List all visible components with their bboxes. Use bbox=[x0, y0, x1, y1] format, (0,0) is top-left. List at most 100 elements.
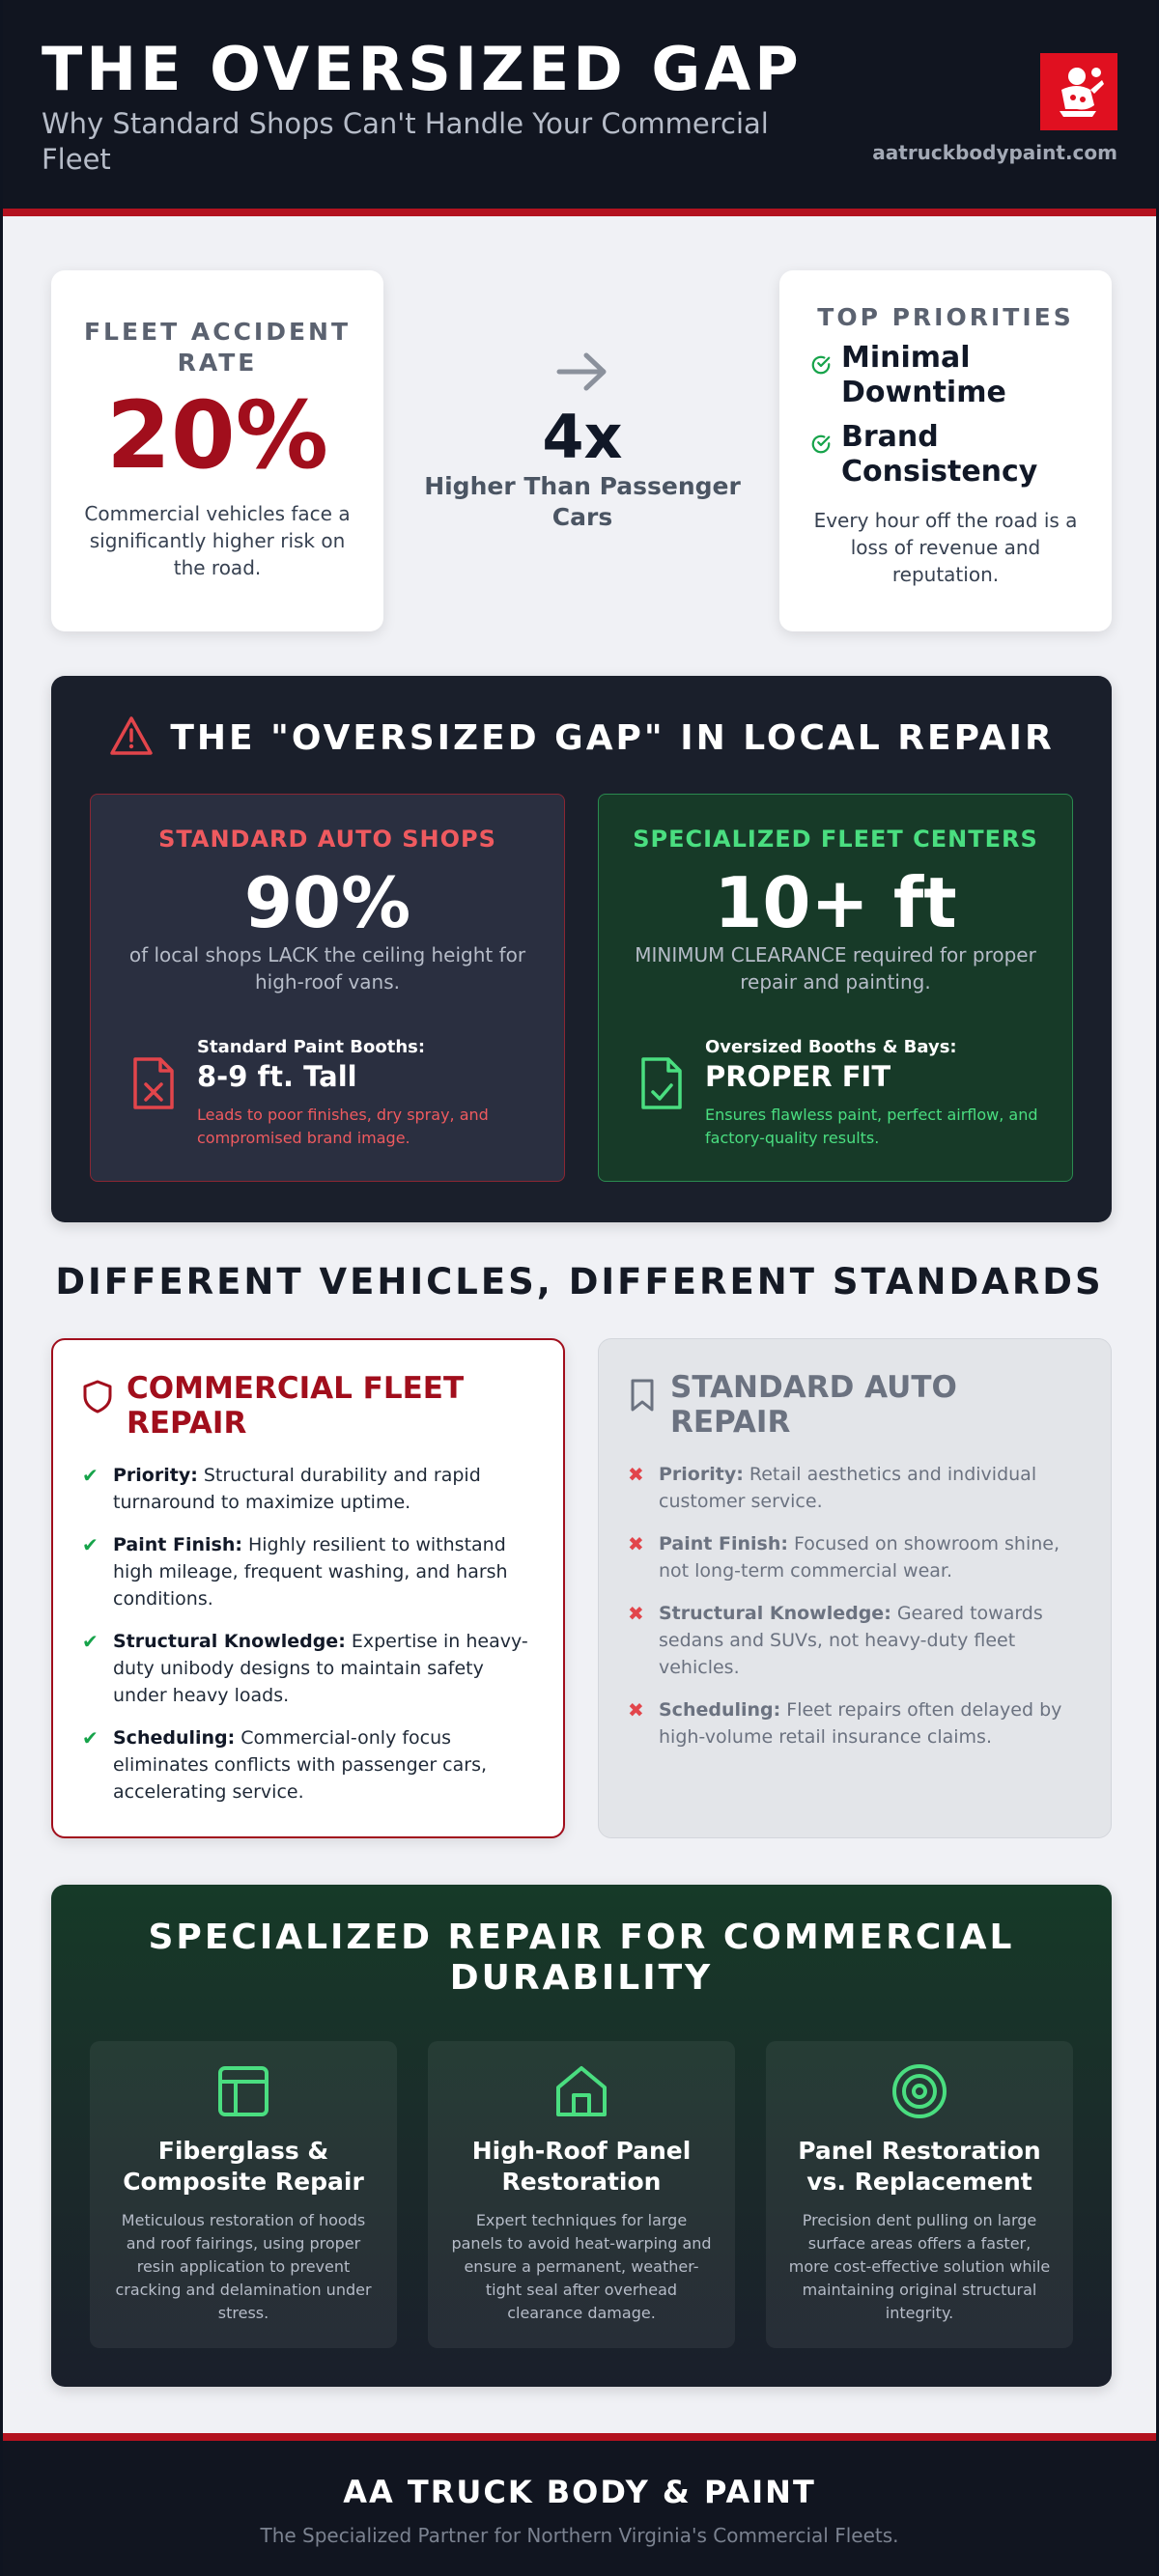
x-mark-icon: ✖ bbox=[628, 1698, 644, 1722]
check-circle-icon bbox=[810, 434, 832, 459]
website-link[interactable]: aatruckbodypaint.com bbox=[872, 141, 1117, 164]
accident-rate-description: Commercial vehicles face a significantly… bbox=[84, 502, 351, 579]
specialized-centers-panel: SPECIALIZED FLEET CENTERS 10+ ft MINIMUM… bbox=[598, 794, 1073, 1182]
accident-rate-card: FLEET ACCIDENT RATE 20% Commercial vehic… bbox=[51, 270, 383, 631]
comparison-stat: 4x Higher Than Passenger Cars bbox=[409, 348, 756, 533]
page-title: THE OVERSIZED GAP bbox=[42, 34, 803, 104]
standard-repair-heading: STANDARD AUTO REPAIR bbox=[670, 1370, 957, 1440]
bookmark-icon bbox=[628, 1378, 657, 1416]
item-label: Scheduling: bbox=[659, 1699, 781, 1721]
item-text: Geared towards sedans and SUVs, not heav… bbox=[659, 1603, 1043, 1678]
file-check-icon bbox=[637, 1055, 686, 1150]
service-description: Precision dent pulling on large surface … bbox=[788, 2211, 1051, 2322]
accident-rate-label: FLEET ACCIDENT RATE bbox=[83, 318, 352, 377]
warning-triangle-icon bbox=[108, 714, 155, 761]
list-item: ✖ Structural Knowledge: Geared towards se… bbox=[628, 1600, 1082, 1681]
house-icon bbox=[428, 2062, 735, 2124]
oversized-booth-value: PROPER FIT bbox=[705, 1060, 891, 1093]
priorities-description: Every hour off the road is a loss of rev… bbox=[813, 509, 1078, 586]
item-label: Priority: bbox=[659, 1464, 744, 1485]
priority-item: Brand Consistency bbox=[810, 420, 1112, 490]
list-item: ✖ Scheduling: Fleet repairs often delayed… bbox=[628, 1696, 1082, 1750]
check-icon: ✔ bbox=[82, 1464, 99, 1487]
specialized-centers-value: 10+ ft bbox=[714, 862, 957, 943]
oversized-booth-feature: Oversized Booths & Bays: PROPER FIT Ensu… bbox=[637, 1036, 1043, 1150]
item-label: Structural Knowledge: bbox=[659, 1603, 891, 1624]
check-icon: ✔ bbox=[82, 1630, 99, 1653]
x-mark-icon: ✖ bbox=[628, 1602, 644, 1625]
standard-shops-value: 90% bbox=[243, 862, 411, 943]
gap-title: THE "OVERSIZED GAP" IN LOCAL REPAIR bbox=[170, 717, 1055, 758]
commercial-repair-heading: COMMERCIAL FLEET REPAIR bbox=[127, 1371, 465, 1441]
painter-logo-icon bbox=[1040, 53, 1117, 130]
priority-item: Minimal Downtime bbox=[810, 341, 1112, 410]
commercial-fleet-repair-card: COMMERCIAL FLEET REPAIR ✔ Priority: Struc… bbox=[51, 1338, 565, 1838]
service-card-high-roof: High-Roof Panel Restoration Expert techn… bbox=[428, 2041, 735, 2348]
item-label: Structural Knowledge: bbox=[113, 1631, 346, 1652]
top-priorities-card: TOP PRIORITIES Minimal Downtime Brand Co… bbox=[779, 270, 1112, 631]
list-item: ✖Paint Finish: Focused on showroom shine… bbox=[628, 1530, 1082, 1584]
vehicles-section-title: DIFFERENT VEHICLES, DIFFERENT STANDARDS bbox=[55, 1261, 1104, 1302]
list-item: ✔ Structural Knowledge: Expertise in heav… bbox=[82, 1628, 534, 1709]
file-x-icon bbox=[129, 1055, 178, 1150]
footer-tagline: The Specialized Partner for Northern Vir… bbox=[260, 2524, 899, 2547]
service-title: Fiberglass & Composite Repair bbox=[123, 2137, 364, 2196]
service-title: Panel Restoration vs. Replacement bbox=[798, 2137, 1041, 2196]
service-description: Expert techniques for large panels to av… bbox=[451, 2211, 712, 2322]
item-text: Commercial-only focus eliminates conflic… bbox=[113, 1727, 488, 1803]
standard-shops-heading: STANDARD AUTO SHOPS bbox=[158, 826, 496, 853]
standard-shops-panel: STANDARD AUTO SHOPS 90% of local shops L… bbox=[90, 794, 565, 1182]
check-circle-icon bbox=[810, 354, 832, 379]
item-text: Expertise in heavy-duty unibody designs … bbox=[113, 1631, 528, 1706]
standard-booth-label: Standard Paint Booths: bbox=[197, 1037, 426, 1057]
item-text: Highly resilient to withstand high milea… bbox=[113, 1534, 508, 1610]
standard-shops-description: of local shops LACK the ceiling height f… bbox=[128, 943, 526, 994]
check-icon: ✔ bbox=[82, 1726, 99, 1750]
item-text: Retail aesthetics and individual custome… bbox=[659, 1464, 1037, 1512]
footer-brand: AA TRUCK BODY & PAINT bbox=[343, 2474, 816, 2510]
header: THE OVERSIZED GAP Why Standard Shops Can… bbox=[3, 0, 1156, 216]
priority-text: Brand Consistency bbox=[841, 420, 1038, 489]
list-item: ✔ Priority: Structural durability and rap… bbox=[82, 1462, 534, 1516]
service-card-fiberglass: Fiberglass & Composite Repair Meticulous… bbox=[90, 2041, 397, 2348]
service-title: High-Roof Panel Restoration bbox=[471, 2137, 692, 2196]
check-icon: ✔ bbox=[82, 1533, 99, 1556]
specialized-centers-heading: SPECIALIZED FLEET CENTERS bbox=[633, 826, 1038, 853]
x-mark-icon: ✖ bbox=[628, 1463, 644, 1486]
gap-heading: THE "OVERSIZED GAP" IN LOCAL REPAIR bbox=[51, 714, 1112, 761]
layout-panel-icon bbox=[90, 2062, 397, 2124]
standard-booth-feature: Standard Paint Booths: 8-9 ft. Tall Lead… bbox=[129, 1036, 535, 1150]
item-label: Paint Finish: bbox=[113, 1534, 242, 1555]
service-description: Meticulous restoration of hoods and roof… bbox=[115, 2211, 372, 2322]
shield-icon bbox=[82, 1379, 113, 1417]
item-label: Priority: bbox=[113, 1465, 198, 1486]
list-item: ✖ Priority: Retail aesthetics and individ… bbox=[628, 1461, 1082, 1515]
list-item: ✔ Scheduling: Commercial-only focus elimi… bbox=[82, 1724, 534, 1806]
service-card-panel-restoration: Panel Restoration vs. Replacement Precis… bbox=[766, 2041, 1073, 2348]
comparison-description: Higher Than Passenger Cars bbox=[424, 472, 741, 531]
oversized-booth-note: Ensures flawless paint, perfect airflow,… bbox=[705, 1106, 1038, 1147]
x-mark-icon: ✖ bbox=[628, 1532, 644, 1555]
page-subtitle: Why Standard Shops Can't Handle Your Com… bbox=[42, 107, 769, 176]
item-text: Fleet repairs often delayed by high-volu… bbox=[659, 1699, 1062, 1748]
item-label: Scheduling: bbox=[113, 1727, 236, 1749]
arrow-right-icon bbox=[553, 352, 611, 400]
accident-rate-value: 20% bbox=[106, 381, 328, 490]
target-icon bbox=[766, 2062, 1073, 2124]
specialized-centers-description: MINIMUM CLEARANCE required for proper re… bbox=[635, 943, 1036, 994]
footer: AA TRUCK BODY & PAINT The Specialized Pa… bbox=[3, 2433, 1156, 2576]
priorities-label: TOP PRIORITIES bbox=[817, 303, 1074, 331]
standard-booth-value: 8-9 ft. Tall bbox=[197, 1060, 357, 1093]
standard-auto-repair-card: STANDARD AUTO REPAIR ✖ Priority: Retail a… bbox=[598, 1338, 1112, 1838]
standard-booth-note: Leads to poor finishes, dry spray, and c… bbox=[197, 1106, 489, 1147]
comparison-value: 4x bbox=[542, 402, 623, 472]
specialized-repair-section: SPECIALIZED REPAIR FOR COMMERCIAL DURABI… bbox=[51, 1885, 1112, 2387]
item-label: Paint Finish: bbox=[659, 1533, 788, 1554]
list-item: ✔ Paint Finish: Highly resilient to withs… bbox=[82, 1531, 534, 1612]
oversized-gap-section: THE "OVERSIZED GAP" IN LOCAL REPAIR STAN… bbox=[51, 676, 1112, 1222]
item-text: Structural durability and rapid turnarou… bbox=[113, 1465, 481, 1513]
priority-text: Minimal Downtime bbox=[841, 341, 1006, 409]
oversized-booth-label: Oversized Booths & Bays: bbox=[705, 1037, 957, 1057]
specialized-repair-title: SPECIALIZED REPAIR FOR COMMERCIAL DURABI… bbox=[148, 1918, 1015, 1998]
